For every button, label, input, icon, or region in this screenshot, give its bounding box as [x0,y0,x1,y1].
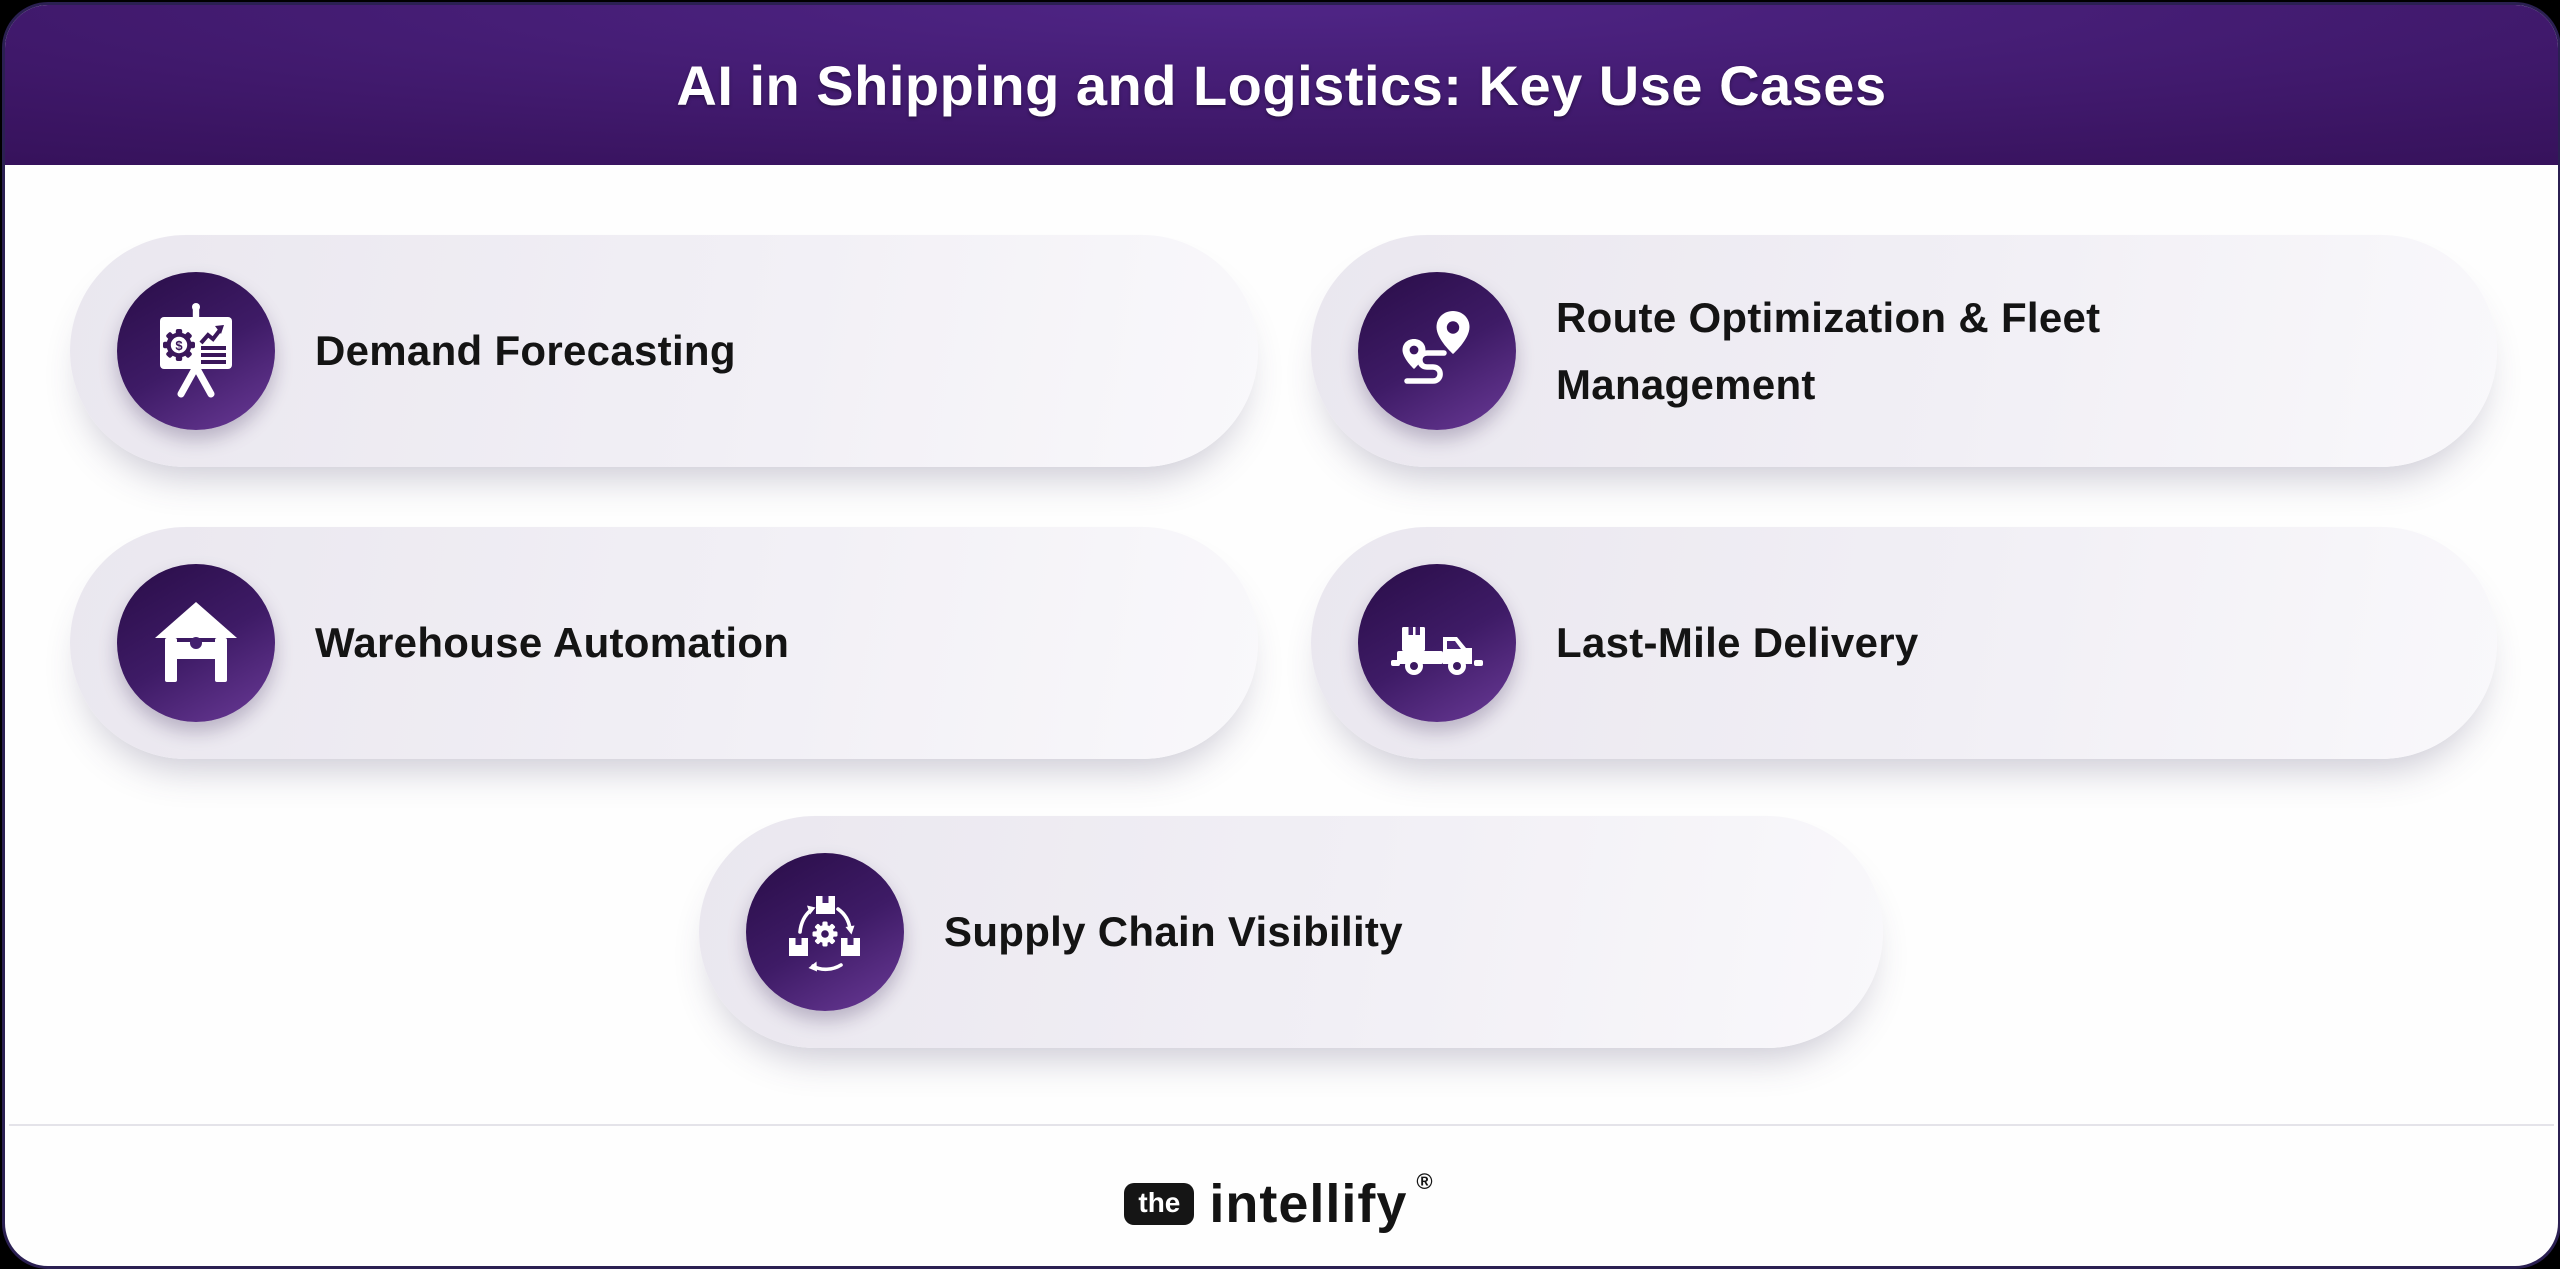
card-supply-chain-visibility: Supply Chain Visibility [699,816,1883,1048]
card-warehouse-automation: Warehouse Automation [70,527,1258,759]
card-label: Supply Chain Visibility [944,908,1403,956]
card-label: Last-Mile Delivery [1556,619,1919,667]
logo-the-badge: the [1124,1183,1195,1225]
route-pins-icon [1402,311,1470,384]
icon-badge [1358,564,1516,722]
card-label: Demand Forecasting [315,327,736,375]
warehouse-icon [155,602,237,682]
card-route-optimization: Route Optimization & Fleet Management [1311,235,2497,467]
page-title: AI in Shipping and Logistics: Key Use Ca… [676,53,1887,117]
card-label: Warehouse Automation [315,619,790,667]
card-label: Route Optimization & Fleet Management [1556,293,2101,408]
card-last-mile-delivery: Last-Mile Delivery [1311,527,2497,759]
logo-wordmark: intellify [1209,1174,1408,1234]
icon-badge [1358,272,1516,430]
header-bar: AI in Shipping and Logistics: Key Use Ca… [5,5,2558,165]
supply-chain-cycle-icon [789,896,860,972]
footer-divider [9,1124,2554,1126]
presentation-chart-icon: $ [160,303,232,398]
card-demand-forecasting: $ Demand Forecasting [70,235,1258,467]
logo-registered-mark: ® [1416,1169,1433,1194]
svg-text:$: $ [175,338,183,353]
icon-badge [746,853,904,1011]
delivery-truck-icon [1391,627,1483,675]
icon-badge: $ [117,272,275,430]
brand-logo: the intellify ® [5,1161,2558,1247]
icon-badge [117,564,275,722]
